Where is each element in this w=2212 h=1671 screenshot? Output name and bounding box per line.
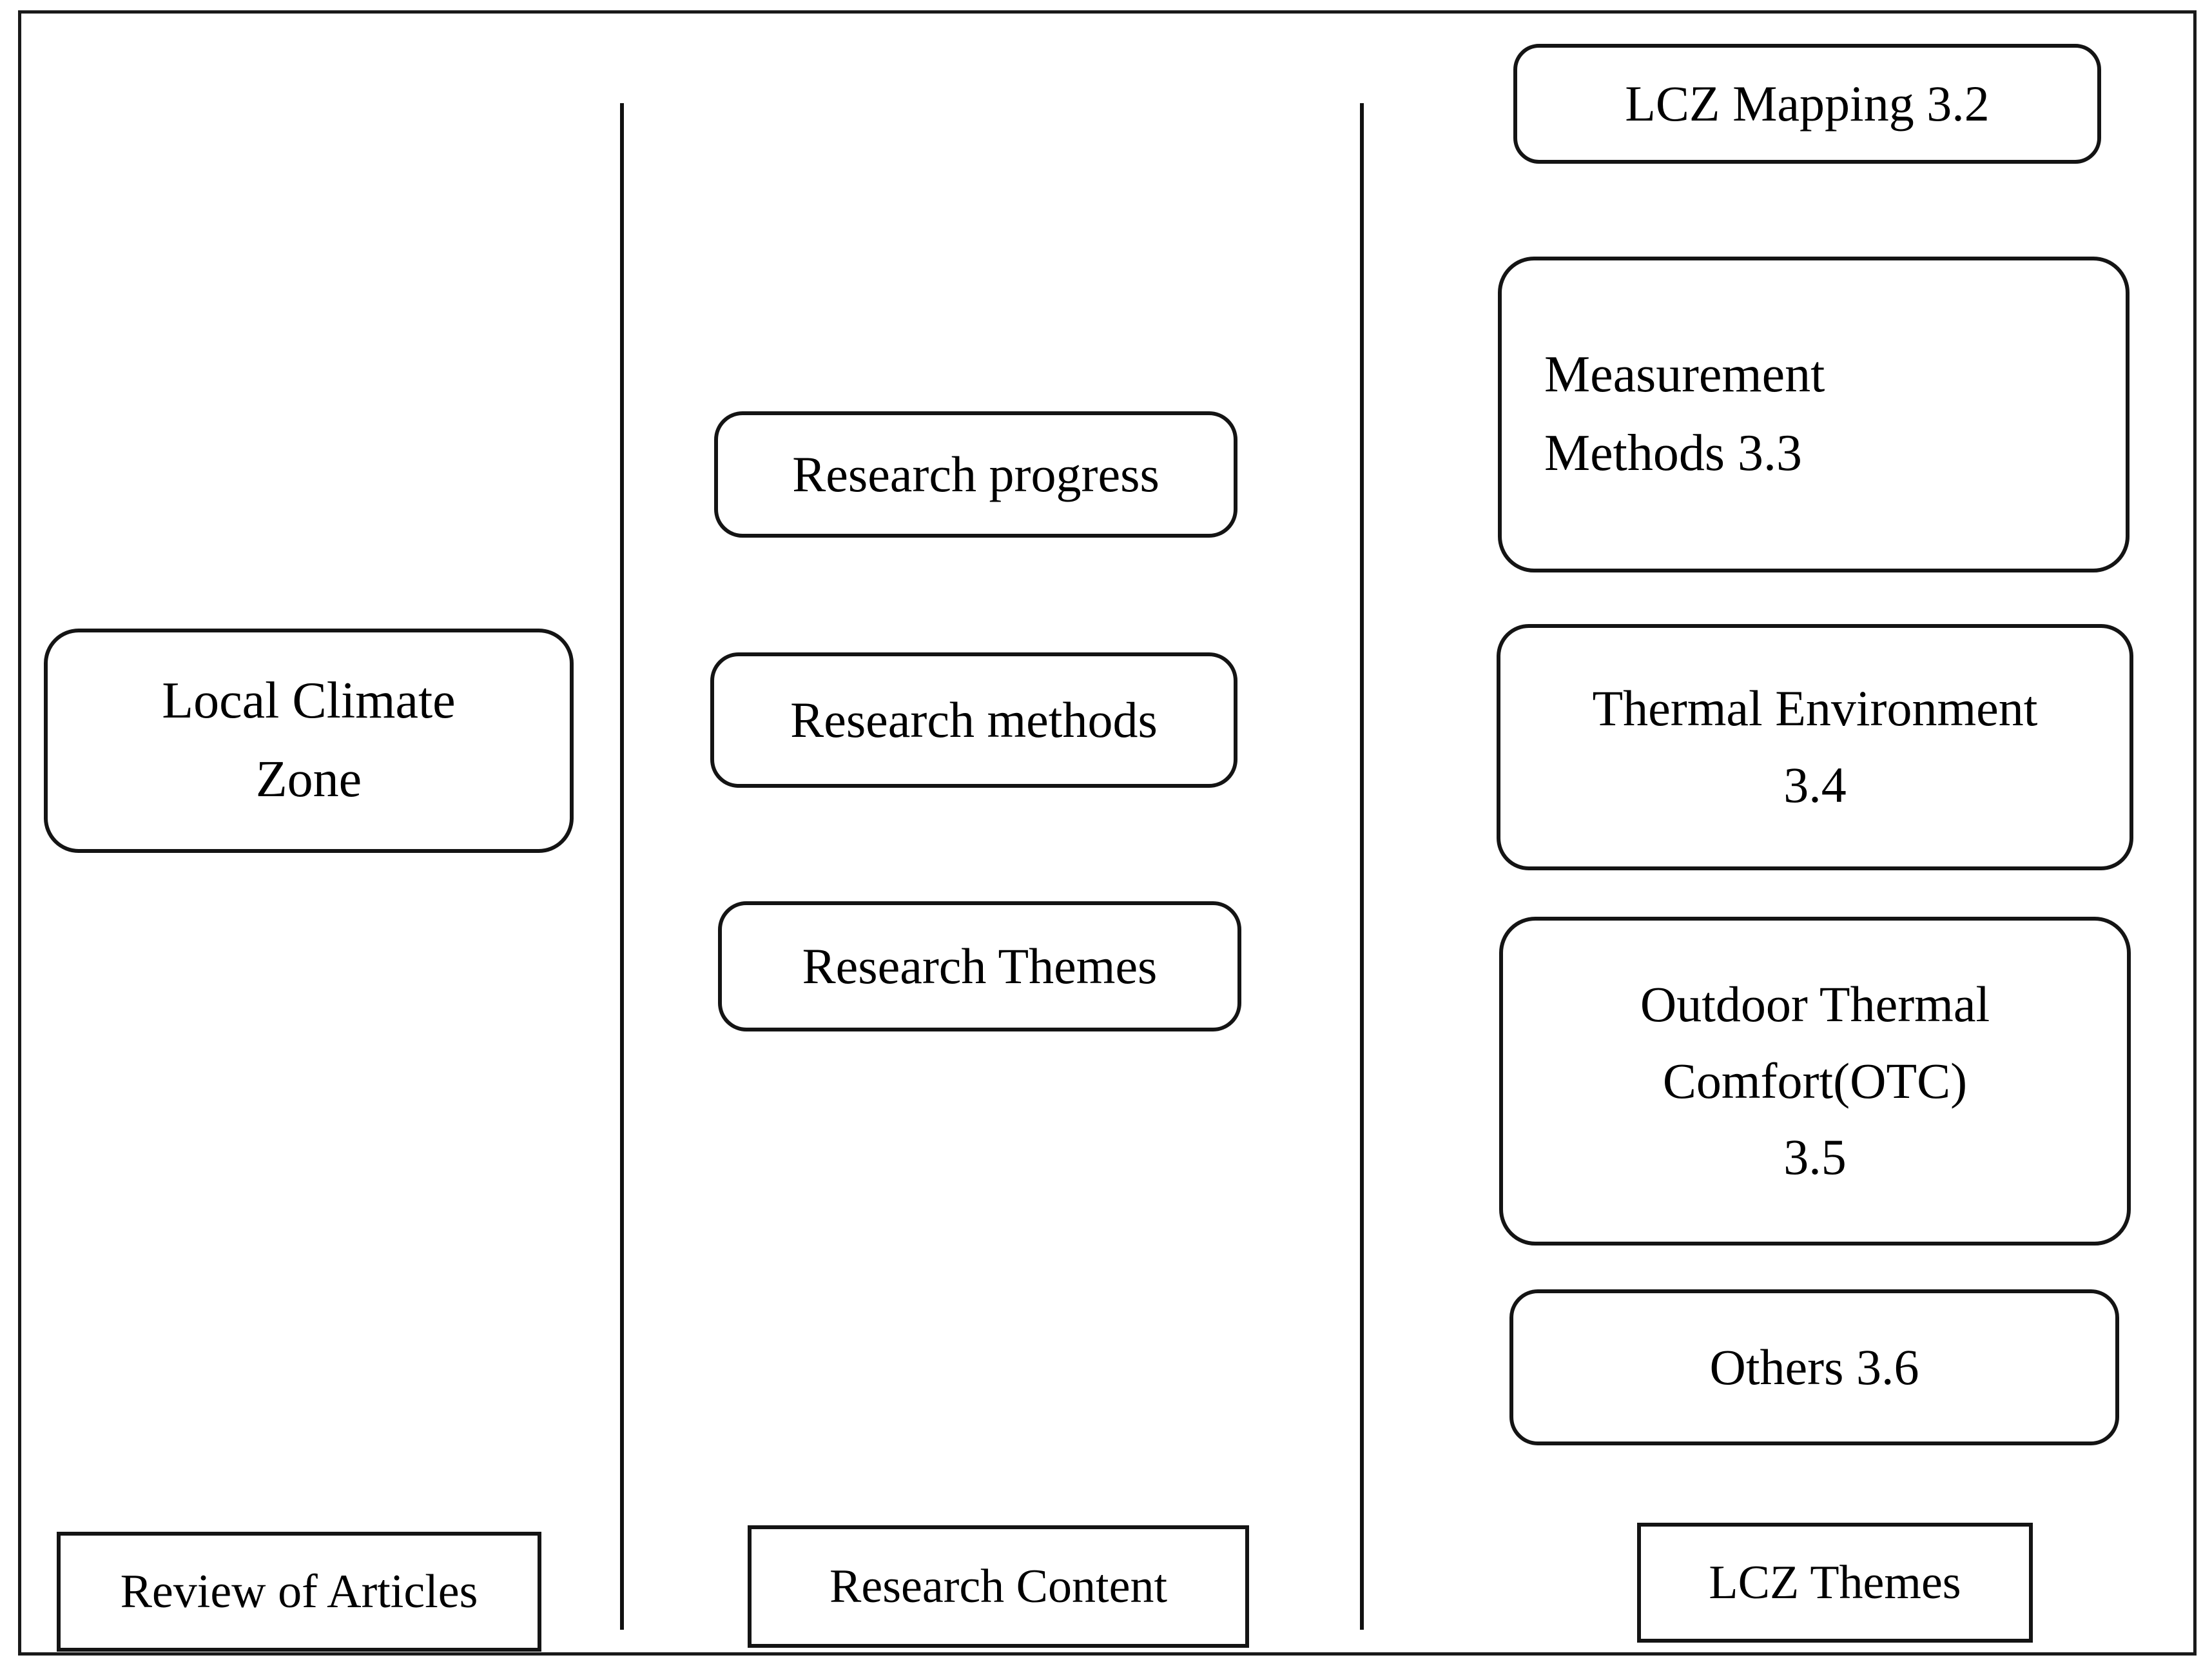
- node-outdoor-thermal-comfort-line-2: Comfort(OTC): [1662, 1052, 1968, 1109]
- node-others[interactable]: Others 3.6: [1509, 1289, 2119, 1445]
- node-outdoor-thermal-comfort-line-1: Outdoor Thermal: [1640, 976, 1990, 1033]
- node-measurement-methods-line-1: Measurement: [1544, 346, 1825, 404]
- node-research-themes-label: Research Themes: [802, 937, 1158, 994]
- node-outdoor-thermal-comfort[interactable]: Outdoor Thermal Comfort(OTC) 3.5: [1499, 917, 2131, 1246]
- node-others-label: Others 3.6: [1709, 1338, 1919, 1395]
- legend-research-content-label: Research Content: [830, 1559, 1167, 1613]
- node-local-climate-zone-line-1: Local Climate: [162, 672, 456, 730]
- node-measurement-methods-line-2: Methods 3.3: [1544, 425, 1802, 482]
- column-divider-2: [1360, 103, 1364, 1630]
- node-local-climate-zone[interactable]: Local Climate Zone: [44, 629, 574, 853]
- node-thermal-environment-line-2: 3.4: [1783, 757, 1847, 813]
- node-lcz-mapping-label: LCZ Mapping 3.2: [1625, 75, 1990, 132]
- node-measurement-methods[interactable]: Measurement Methods 3.3: [1498, 257, 2130, 572]
- node-thermal-environment-line-1: Thermal Environment: [1592, 680, 2038, 737]
- node-research-methods-label: Research methods: [790, 691, 1158, 748]
- node-lcz-mapping[interactable]: LCZ Mapping 3.2: [1513, 44, 2101, 164]
- legend-review-of-articles-label: Review of Articles: [120, 1565, 478, 1618]
- node-thermal-environment[interactable]: Thermal Environment 3.4: [1497, 624, 2133, 870]
- node-local-climate-zone-line-2: Zone: [255, 751, 362, 808]
- legend-review-of-articles[interactable]: Review of Articles: [57, 1532, 541, 1652]
- node-outdoor-thermal-comfort-line-3: 3.5: [1783, 1129, 1847, 1186]
- legend-research-content[interactable]: Research Content: [748, 1525, 1249, 1648]
- node-research-themes[interactable]: Research Themes: [718, 901, 1241, 1031]
- node-research-progress[interactable]: Research progress: [714, 411, 1237, 538]
- node-research-methods[interactable]: Research methods: [710, 652, 1237, 788]
- node-research-progress-label: Research progress: [792, 445, 1159, 502]
- legend-lcz-themes[interactable]: LCZ Themes: [1637, 1523, 2033, 1643]
- legend-lcz-themes-label: LCZ Themes: [1709, 1556, 1961, 1609]
- column-divider-1: [620, 103, 624, 1630]
